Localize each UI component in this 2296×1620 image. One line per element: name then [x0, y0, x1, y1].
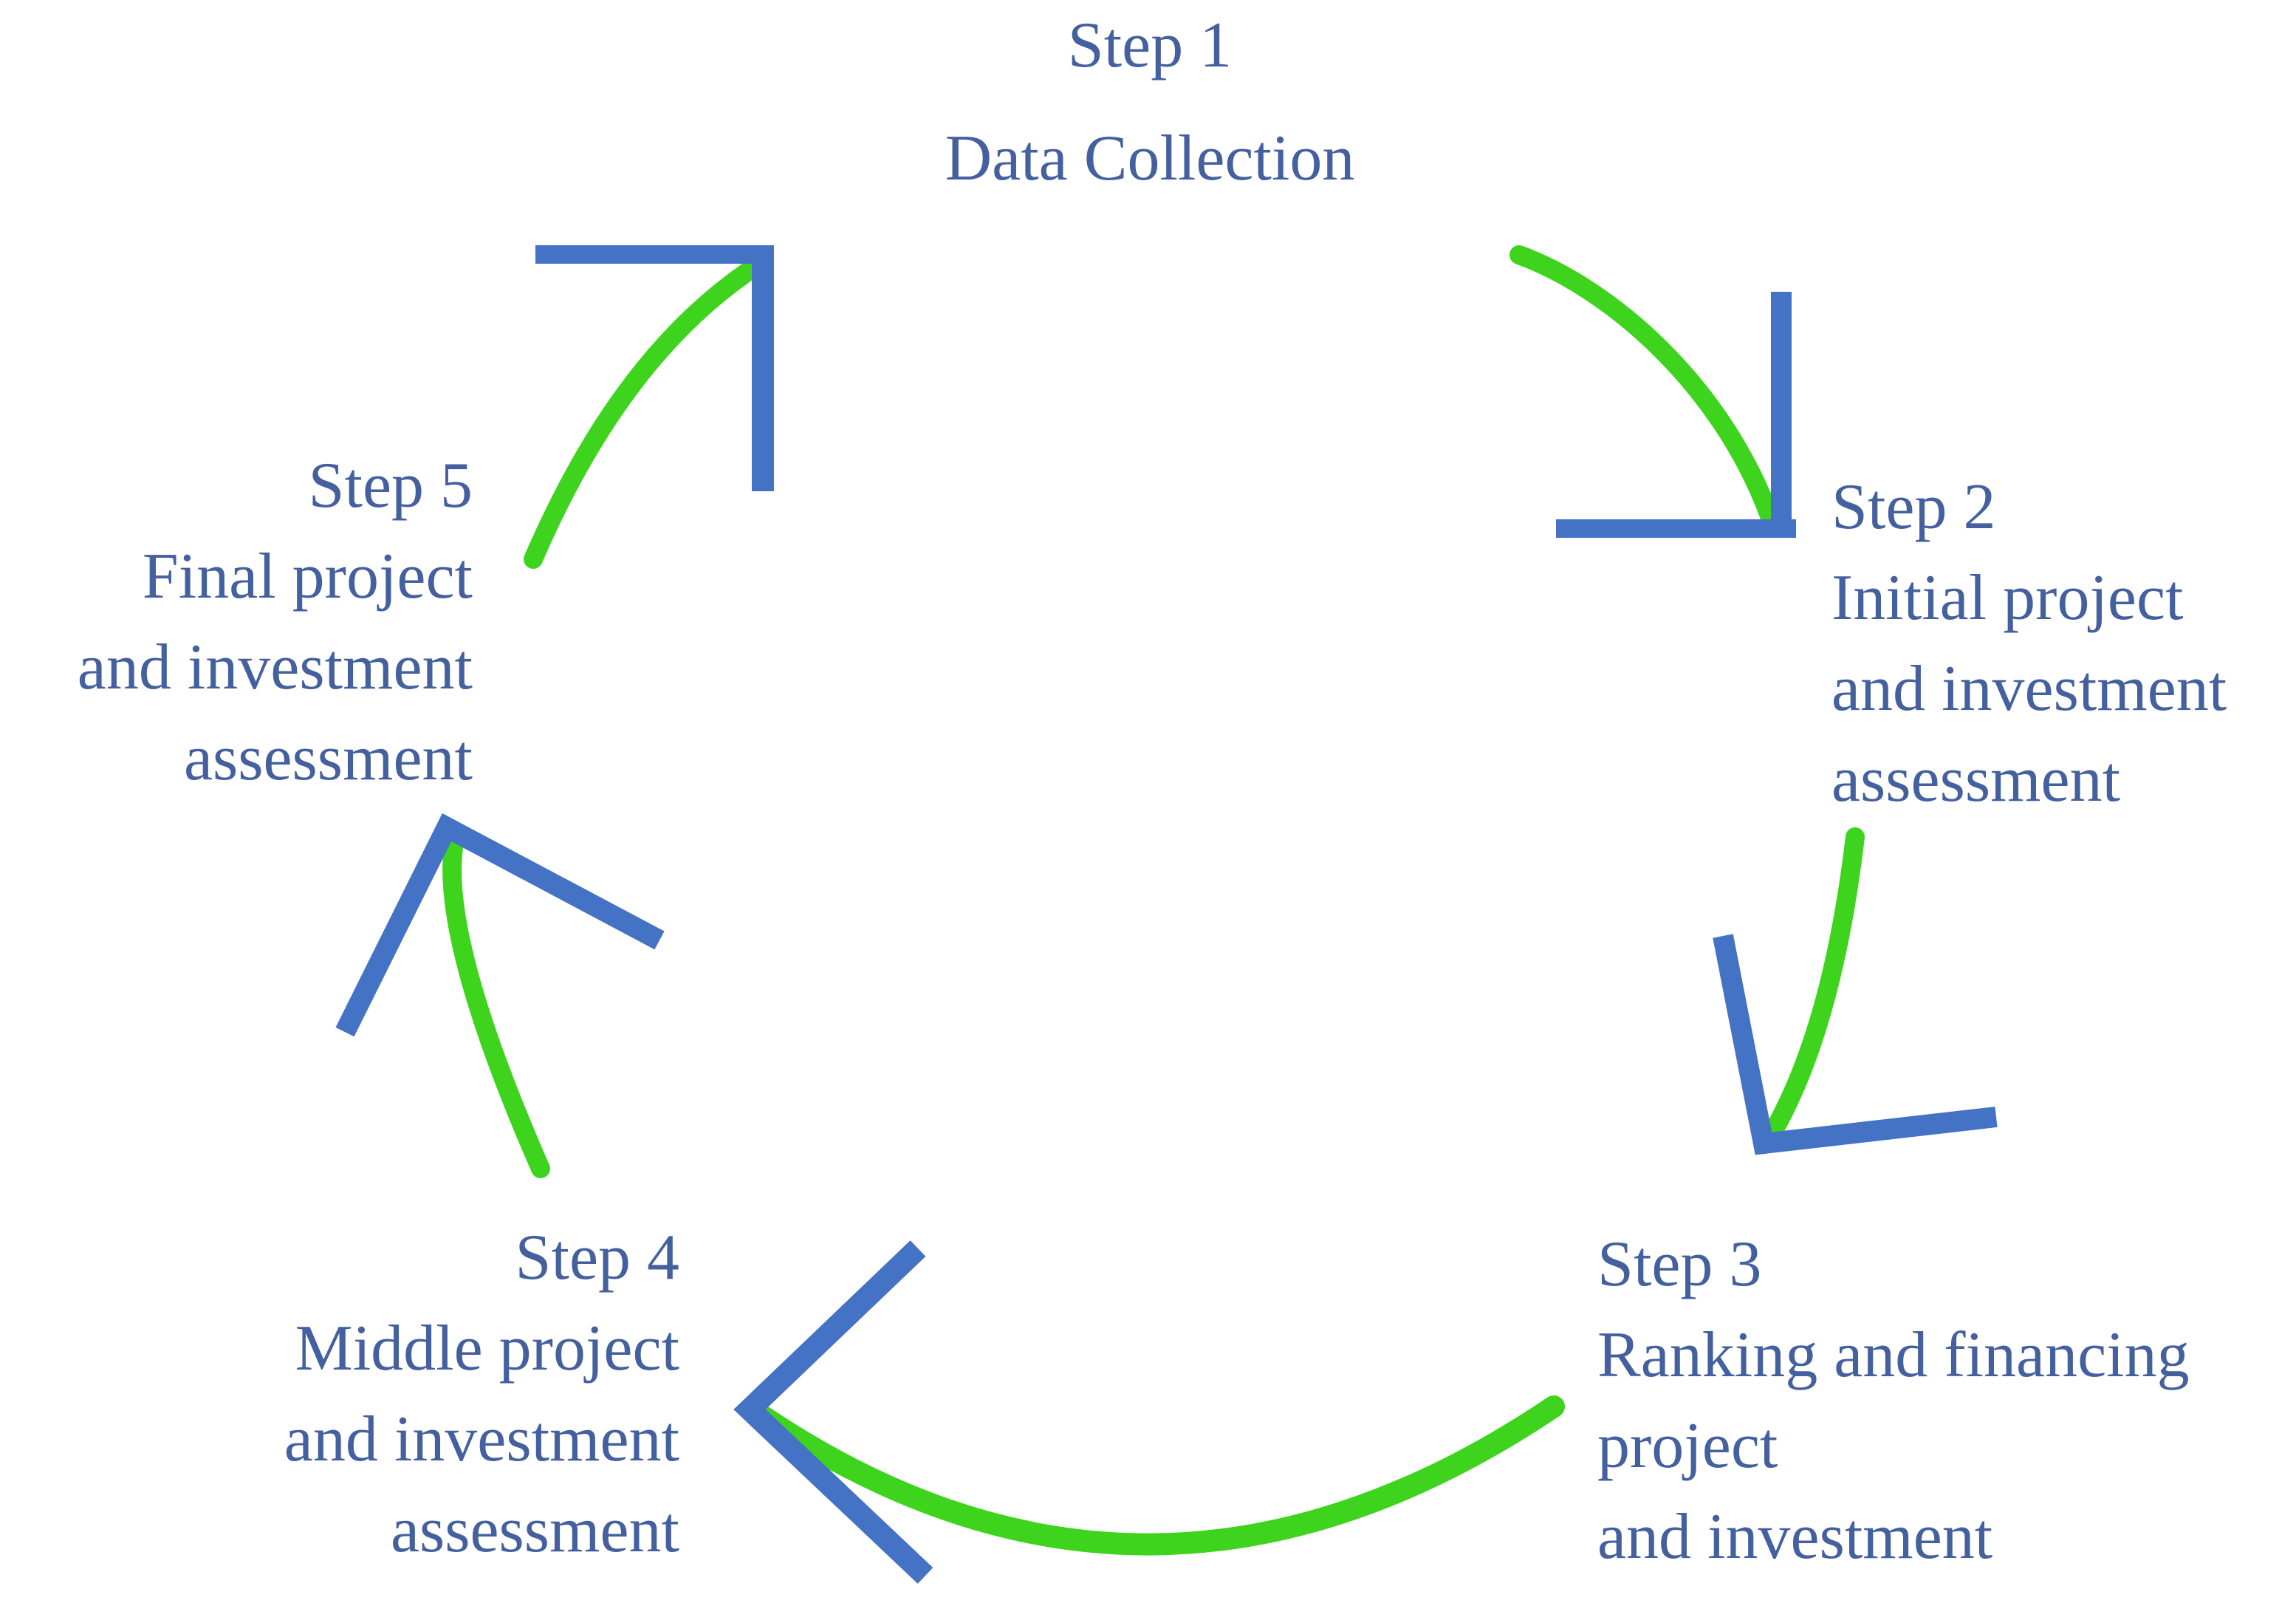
arrow-step1-to-step2-head-icon: [1556, 519, 1796, 538]
step-2-line: and investment: [1831, 653, 2227, 725]
step-5-line: Final project: [142, 541, 473, 612]
arrow-step4-to-step5-head-icon: [335, 813, 665, 1037]
step-1-block: Step 1 Data Collection: [854, 0, 1445, 215]
step-3-label: Step 3: [1597, 1228, 1762, 1300]
arrow-step5-to-step1-head-icon: [535, 245, 774, 264]
step-3-block: Step 3 Ranking and financing project and…: [1597, 1219, 2190, 1582]
step-5-line: and investment: [77, 632, 473, 703]
arrow-step3-to-step4-arc: [753, 1395, 1565, 1556]
step-2-label: Step 2: [1831, 471, 1996, 543]
step-5-block: Step 5 Final project and investment asse…: [0, 440, 473, 804]
step-3-line: Ranking and financing: [1597, 1319, 2190, 1391]
step-4-line: and investment: [284, 1404, 679, 1475]
arrow-step3-to-step4-head-icon: [733, 1240, 933, 1584]
arrow-step1-to-step2-head-icon: [1771, 292, 1792, 536]
step-3-line: and investment: [1597, 1501, 1993, 1573]
step-1-line: Data Collection: [945, 123, 1355, 194]
step-5-line: assessment: [183, 722, 473, 794]
step-2-line: assessment: [1831, 744, 2121, 816]
step-3-line: project: [1597, 1410, 1778, 1482]
step-2-block: Step 2 Initial project and investment as…: [1831, 462, 2227, 825]
arrow-step1-to-step2-arc: [1509, 245, 1779, 525]
arrow-step5-to-step1-head-icon: [752, 245, 774, 491]
step-4-line: Middle project: [295, 1313, 679, 1384]
step-2-line: Initial project: [1831, 562, 2184, 634]
arrow-step1-to-step2: [1509, 245, 1796, 538]
arrow-step2-to-step3: [1713, 827, 1998, 1155]
step-4-line: assessment: [390, 1494, 679, 1566]
arrow-step5-to-step1-arc: [524, 262, 757, 569]
step-5-label: Step 5: [308, 450, 473, 522]
arrow-step4-to-step5-arc: [442, 838, 550, 1178]
arrow-step4-to-step5: [335, 813, 665, 1178]
step-4-label: Step 4: [515, 1222, 679, 1293]
arrow-step2-to-step3-arc: [1761, 827, 1865, 1145]
arrow-step5-to-step1: [524, 245, 774, 569]
step-1-label: Step 1: [1067, 10, 1233, 81]
arrow-step3-to-step4: [733, 1240, 1565, 1584]
step-4-block: Step 4 Middle project and investment ass…: [162, 1212, 679, 1576]
arrow-step2-to-step3-head-icon: [1713, 934, 1998, 1155]
